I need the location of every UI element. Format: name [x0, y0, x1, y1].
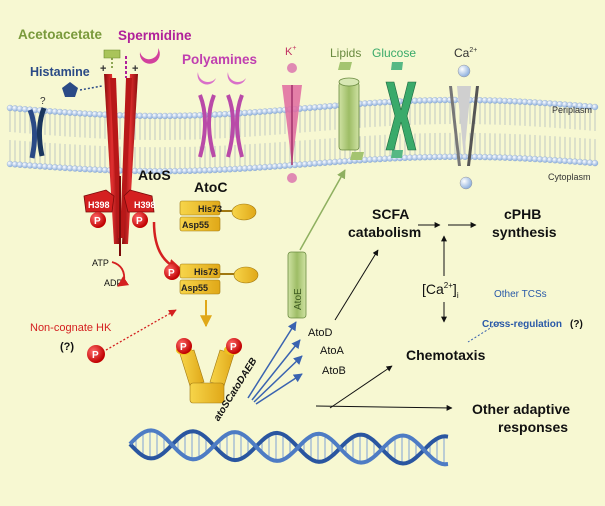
- chemotaxis-label: Chemotaxis: [406, 347, 486, 363]
- atoc-dimer-bound: [176, 345, 240, 404]
- glucose-molecules-icon: [391, 62, 403, 158]
- lipid-molecules-icon: [338, 62, 364, 160]
- cross-regulation-question: (?): [570, 319, 583, 330]
- atoc-his73: His73: [198, 204, 222, 214]
- atoe-label: AtoE: [293, 288, 304, 310]
- synthesis-label: synthesis: [492, 224, 557, 240]
- acetoacetate-label: Acetoacetate: [18, 27, 103, 42]
- svg-text:P: P: [168, 268, 175, 279]
- svg-text:P: P: [136, 216, 143, 227]
- lipid-head: [591, 103, 599, 111]
- atoc-dimer-phospho-left-icon: P: [176, 338, 192, 354]
- potassium-label: K+: [285, 45, 296, 58]
- svg-text:P: P: [94, 216, 101, 227]
- atos-dhp-domains: [83, 189, 155, 213]
- adp-label: ADP: [104, 278, 123, 288]
- atoc-label: AtoC: [194, 179, 227, 195]
- histamine-receptor-icon: [27, 107, 47, 159]
- noncognate-hk-label: Non-cognate HK: [30, 322, 112, 334]
- atoc-phos-his73: His73: [194, 267, 218, 277]
- calcium-channel-icon: [449, 86, 479, 166]
- atoc-phosphorylated: [179, 263, 259, 295]
- atos-phospho-right-icon: P: [132, 212, 148, 228]
- histamine-arrow: [79, 85, 103, 91]
- cross-regulation-label: Cross-regulation: [482, 319, 562, 330]
- plus-left: +: [100, 63, 106, 75]
- cell-membrane: [6, 96, 599, 175]
- atos-his398-left: H398: [88, 200, 110, 210]
- atoc-phospho-icon: P: [164, 264, 180, 280]
- atp-adp-arrow: [111, 261, 130, 287]
- noncognate-question: (?): [60, 341, 74, 353]
- noncognate-arrow: [105, 309, 177, 351]
- atoe-protein-icon: [287, 251, 307, 319]
- atos-his398-right: H398: [134, 200, 156, 210]
- atoc-dimer-phospho-right-icon: P: [226, 338, 242, 354]
- histamine-molecule-icon: [62, 82, 78, 97]
- acetoacetate-molecule-icon: [103, 49, 121, 70]
- atos-label: AtoS: [138, 167, 171, 183]
- phosphotransfer-arrow: [152, 221, 184, 274]
- lipid-head: [591, 159, 599, 167]
- polyamines-label: Polyamines: [182, 52, 257, 67]
- atob-label: AtoB: [322, 365, 346, 377]
- atos-phospho-left-icon: P: [90, 212, 106, 228]
- atos-histidine-kinase: [104, 74, 138, 256]
- atod-to-scfa-arrow: [334, 249, 379, 321]
- scfa-label: SCFA: [372, 206, 409, 222]
- other-tcss-label: Other TCSs: [494, 289, 547, 300]
- spermidine-label: Spermidine: [118, 28, 192, 43]
- plus-right: +: [132, 63, 138, 75]
- atod-label: AtoD: [308, 327, 333, 339]
- calcium-ions-icon: [457, 64, 473, 190]
- svg-text:P: P: [180, 342, 187, 353]
- dna-double-helix: [128, 428, 449, 467]
- spermidine-molecule-icon: [139, 48, 160, 64]
- glucose-transporter-icon: [385, 81, 417, 151]
- operon-expression-arrows: [247, 321, 303, 405]
- potassium-ions-icon: [287, 63, 297, 183]
- atoe-to-membrane-arrow: [299, 169, 346, 251]
- potassium-channel-icon: [282, 85, 302, 165]
- cytoplasm-label: Cytoplasm: [548, 172, 591, 182]
- polyamine-molecules-icon: [197, 72, 246, 85]
- atoc-unphosphorylated: [179, 200, 257, 232]
- periplasm-label: Periplasm: [552, 105, 592, 115]
- svg-text:P: P: [92, 350, 99, 361]
- lipids-label: Lipids: [330, 46, 361, 60]
- histamine-label: Histamine: [30, 65, 90, 79]
- dna-strand: [128, 428, 449, 467]
- to-chemotaxis-arrow: [329, 365, 393, 409]
- to-other-responses-arrow: [315, 404, 453, 411]
- polyamine-transporter-icon: [198, 94, 244, 158]
- other-adaptive-label: Other adaptive: [472, 401, 570, 417]
- atoc-phos-asp55: Asp55: [181, 283, 208, 293]
- atoc-asp55: Asp55: [182, 220, 209, 230]
- intracellular-calcium-label: [Ca2+]i: [422, 281, 459, 300]
- dna-strand: [128, 429, 449, 466]
- noncognate-phospho-icon: P: [87, 345, 105, 363]
- cphb-label: cPHB: [504, 206, 541, 222]
- histamine-receptor-question: ?: [40, 96, 46, 107]
- responses-label: responses: [498, 419, 568, 435]
- calcium-label: Ca2+: [454, 46, 477, 60]
- lipid-transporter-icon: [338, 77, 360, 151]
- catabolism-label: catabolism: [348, 224, 421, 240]
- atp-label: ATP: [92, 258, 109, 268]
- atoa-label: AtoA: [320, 345, 345, 357]
- glucose-label: Glucose: [372, 46, 416, 60]
- svg-text:P: P: [230, 342, 237, 353]
